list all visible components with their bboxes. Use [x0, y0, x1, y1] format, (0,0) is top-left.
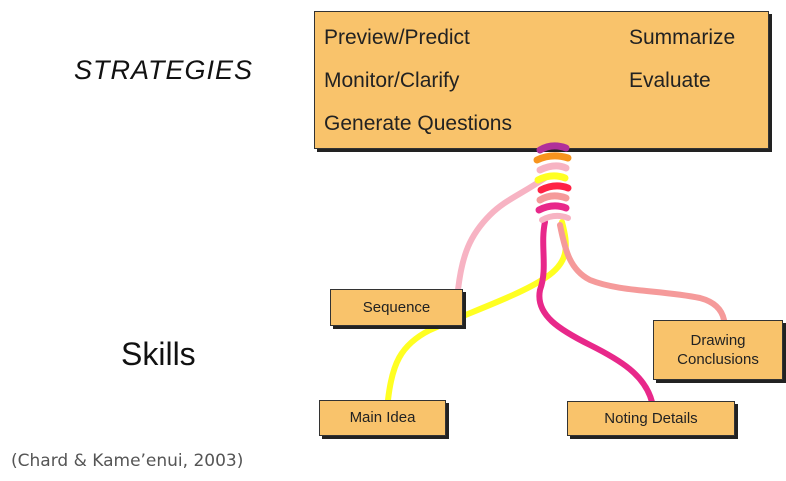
- skill-main-idea-label: Main Idea: [349, 409, 416, 427]
- strategies-box: Preview/Predict Summarize Monitor/Clarif…: [314, 11, 769, 149]
- braid-segment: [535, 202, 570, 214]
- strategy-evaluate: Evaluate: [629, 69, 711, 92]
- skill-drawing-label-line1: Drawing: [690, 331, 746, 349]
- strategies-heading: STRATEGIES: [74, 55, 254, 85]
- skill-drawing-conclusions: Drawing Conclusions: [653, 320, 783, 380]
- strategy-monitor-clarify: Monitor/Clarify: [324, 69, 460, 92]
- braid-segment: [533, 152, 572, 164]
- citation: (Chard & Kame’enui, 2003): [11, 451, 244, 471]
- skills-heading: Skills: [121, 336, 196, 372]
- skill-noting-details: Noting Details: [567, 401, 735, 436]
- strand-to-main-idea: [385, 219, 569, 403]
- skill-main-idea: Main Idea: [319, 400, 446, 436]
- skill-drawing-label-line2: Conclusions: [677, 351, 759, 368]
- braid-segment: [534, 172, 569, 184]
- strand-to-noting-details: [536, 219, 655, 405]
- strand-to-sequence: [455, 175, 548, 293]
- braid-segment: [536, 142, 570, 154]
- braid-segment: [537, 182, 572, 194]
- strategy-preview-predict: Preview/Predict: [324, 26, 470, 49]
- skill-sequence-label: Sequence: [362, 298, 431, 316]
- braid-segment: [536, 192, 570, 204]
- skill-noting-details-label: Noting Details: [604, 409, 698, 427]
- skill-sequence: Sequence: [330, 289, 463, 326]
- strategy-summarize: Summarize: [629, 26, 736, 49]
- braid-segment: [539, 212, 571, 223]
- braid: [533, 142, 572, 223]
- strand-to-drawing-conclusions: [557, 222, 727, 323]
- strategy-generate-questions: Generate Questions: [324, 112, 512, 135]
- braid-segment: [536, 162, 570, 174]
